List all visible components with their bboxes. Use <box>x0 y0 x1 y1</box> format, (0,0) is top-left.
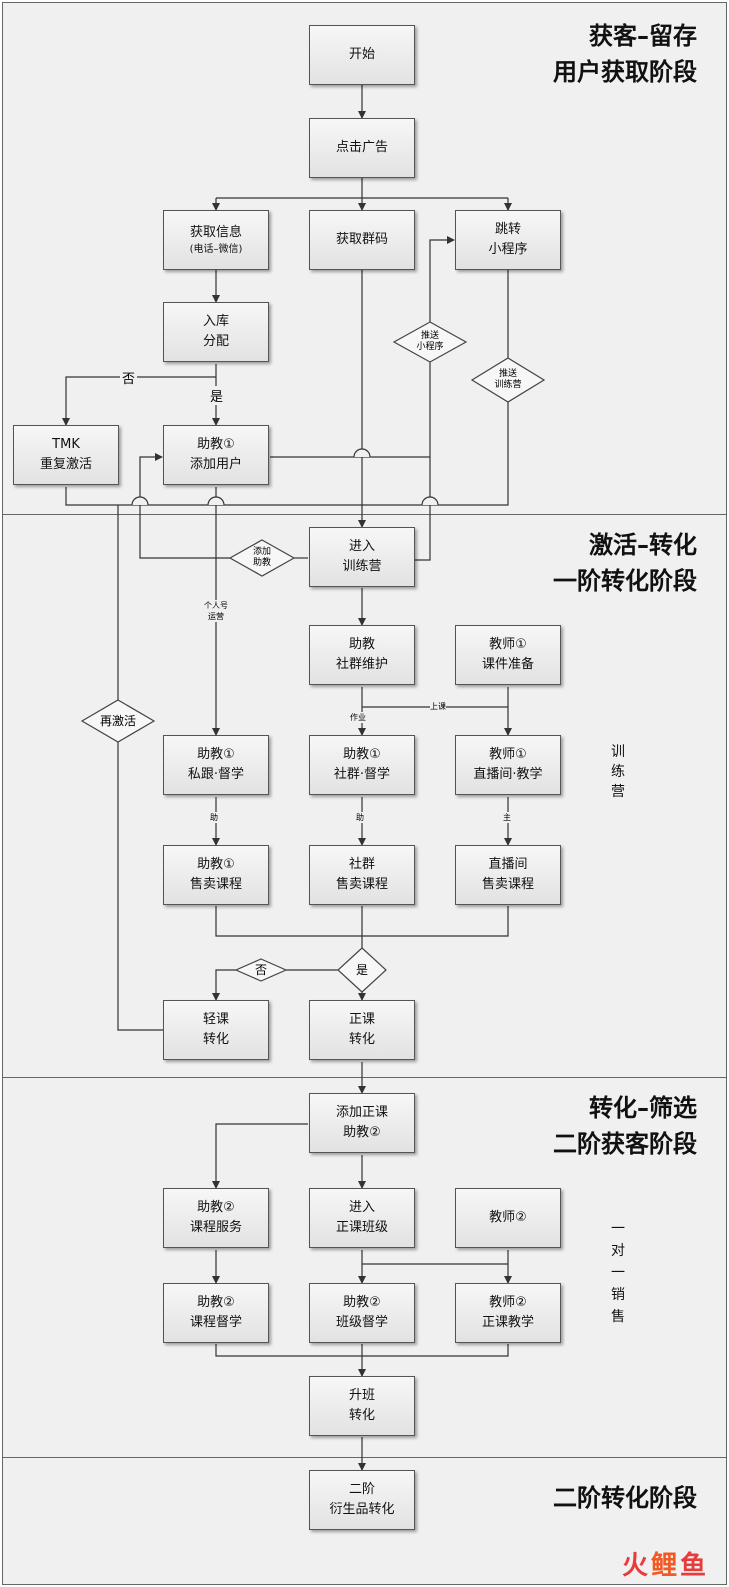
edge-label-personal: 个人号运营 <box>194 600 238 622</box>
side-label-one-on-one: 一对一销售 <box>611 1221 625 1325</box>
stage-title-screening: 转化–筛选 二阶获客阶段 <box>553 1090 697 1162</box>
node-enter-class: 进入正课班级 <box>309 1188 415 1248</box>
node-ta-group-maintain: 助教社群维护 <box>309 625 415 685</box>
decision-yes <box>337 947 387 993</box>
stage-title-line1: 激活–转化 <box>589 531 697 559</box>
decision-push-camp-label: 推送训练营 <box>494 369 522 390</box>
decision-no-label: 否 <box>254 963 267 977</box>
decision-reactivate-label: 再激活 <box>99 714 136 728</box>
node-group-sell: 社群售卖课程 <box>309 845 415 905</box>
node-full-course: 正课转化 <box>309 1000 415 1060</box>
node-teacher2: 教师② <box>455 1188 561 1248</box>
decision-push-mini-label: 推送小程序 <box>416 331 444 352</box>
node-light-course: 轻课转化 <box>163 1000 269 1060</box>
stage-title-activation: 激活–转化 一阶转化阶段 <box>553 527 697 599</box>
decision-yes-label: 是 <box>355 963 368 977</box>
side-label-camp: 训练营 <box>611 744 625 800</box>
decision-push-camp <box>470 357 546 403</box>
stage-title-acquisition: 获客–留存 用户获取阶段 <box>553 18 697 90</box>
stage-title-line2: 用户获取阶段 <box>553 58 697 86</box>
brand-logo: 火鲤鱼 <box>621 1551 709 1581</box>
decision-add-ta <box>228 539 296 577</box>
edge-label-no: 否 <box>120 368 138 387</box>
node-click-ad: 点击广告 <box>309 118 415 178</box>
node-get-info: 获取信息(电话–微信) <box>163 210 269 270</box>
stage-title-line2: 一阶转化阶段 <box>553 567 697 595</box>
stage-title-line1: 二阶转化阶段 <box>553 1484 697 1512</box>
edge-label-assist2: 助 <box>356 812 364 823</box>
stage-title-second-conversion: 二阶转化阶段 <box>553 1480 697 1516</box>
node-jump-mini-program: 跳转小程序 <box>455 210 561 270</box>
edge-label-main: 主 <box>503 812 511 823</box>
decision-reactivate <box>80 699 156 743</box>
edge-label-yes: 是 <box>208 386 226 405</box>
node-enter-camp: 进入训练营 <box>309 527 415 587</box>
node-derivative: 二阶衍生品转化 <box>309 1470 415 1530</box>
decision-push-mini <box>392 321 468 363</box>
stage-title-line2: 二阶获客阶段 <box>553 1130 697 1158</box>
stage-title-line1: 转化–筛选 <box>589 1094 697 1122</box>
edge-label-homework: 作业 <box>350 712 366 723</box>
node-get-group: 获取群码 <box>309 210 415 270</box>
decision-no <box>234 958 288 982</box>
decision-add-ta-label: 添加助教 <box>252 547 271 568</box>
stage-title-line1: 获客–留存 <box>589 22 697 50</box>
edge-label-class: 上课 <box>430 701 446 712</box>
node-add-full-ta: 添加正课助教② <box>309 1093 415 1153</box>
node-live-sell: 直播间售卖课程 <box>455 845 561 905</box>
node-upgrade: 升班转化 <box>309 1376 415 1436</box>
node-store-assign: 入库分配 <box>163 302 269 362</box>
edge-label-assist1: 助 <box>210 812 218 823</box>
node-start: 开始 <box>309 25 415 85</box>
